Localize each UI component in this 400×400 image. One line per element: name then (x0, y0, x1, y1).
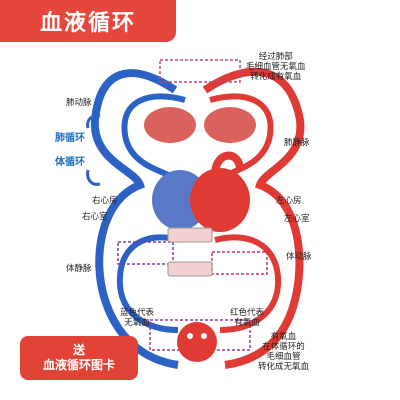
lung-capillaries (159, 59, 241, 83)
promo-line-2: 血液循环图卡 (42, 358, 115, 372)
label-left-atrium: 左心房 (276, 196, 302, 206)
mascot-eye-left (187, 333, 193, 339)
mascot-eye-right (201, 333, 207, 339)
label-blue-meaning: 蓝色代表 无氧血 (120, 308, 155, 328)
label-vena-cava: 体静脉 (66, 264, 92, 274)
label-pulmonary-vein: 肺静脉 (284, 138, 310, 148)
label-right-atrium: 右心房 (92, 196, 118, 206)
lower-red-loop (214, 234, 282, 333)
lower-blue-loop (116, 234, 181, 333)
body-capillaries-right (211, 251, 268, 275)
label-right-ventricle: 右心室 (82, 212, 108, 222)
right-lung (204, 107, 256, 143)
label-lung-exchange: 经过肺部 毛细血管无氧血 转化成有氧血 (246, 52, 306, 82)
body-capillaries-left (117, 241, 174, 265)
blood-drop-mascot (177, 322, 217, 362)
pulmonary-arrow-icon (86, 114, 101, 129)
label-pulmonary-artery: 肺动脉 (66, 98, 92, 108)
syringe-2 (167, 261, 213, 277)
aorta-arch (211, 151, 244, 176)
systemic-arrow-icon (86, 169, 101, 186)
page-title: 血液循环 (0, 0, 176, 42)
label-left-ventricle: 左心室 (284, 214, 310, 224)
label-body-exchange: 有氧血 在体循环的 毛细血管 转化成无氧血 (258, 332, 310, 372)
label-red-meaning: 红色代表 有氧血 (230, 308, 265, 328)
promo-line-1: 送 (72, 343, 85, 357)
heart-left (190, 168, 250, 232)
promo-card-badge: 送 血液循环图卡 (20, 336, 138, 380)
left-lung (144, 107, 196, 143)
label-pulmonary-circulation: 肺循环 (55, 133, 85, 144)
pulmonary-artery-loop (121, 93, 186, 183)
systemic-artery-loop (202, 67, 305, 369)
label-aorta: 体动脉 (286, 252, 312, 262)
systemic-vein-loop (90, 69, 179, 369)
pulmonary-vein-loop (209, 93, 274, 183)
syringe-1 (167, 227, 213, 243)
label-systemic-circulation: 体循环 (55, 157, 85, 168)
